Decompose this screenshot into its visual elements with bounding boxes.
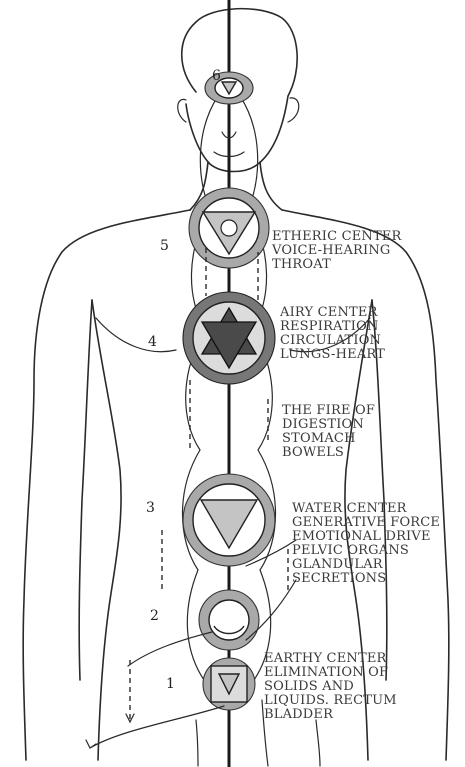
chakra-4 — [183, 292, 275, 384]
chakra-1 — [203, 658, 255, 710]
left-inner-arm — [79, 300, 92, 680]
left-shoulder-arm — [23, 210, 190, 760]
label-line: VOICE-HEARING — [271, 243, 391, 258]
chest-left — [96, 318, 176, 352]
loop-right — [240, 96, 276, 680]
label-line: SOLIDS AND — [264, 679, 354, 694]
label-earthy: EARTHY CENTER ELIMINATION OF SOLIDS AND … — [264, 651, 397, 722]
label-line: PELVIC ORGANS — [292, 543, 409, 558]
label-line: BLADDER — [264, 707, 334, 722]
label-line: THE FIRE OF — [282, 403, 375, 418]
leg-right-outer — [316, 720, 320, 766]
label-line: EMOTIONAL DRIVE — [292, 529, 431, 544]
label-line: DIGESTION — [282, 417, 364, 432]
label-line: GENERATIVE FORCE — [292, 515, 440, 530]
number-4: 4 — [148, 334, 157, 350]
chakra-3 — [183, 474, 275, 566]
label-line: LIQUIDS. RECTUM — [264, 693, 397, 708]
label-line: ETHERIC CENTER — [272, 229, 403, 244]
label-line: ELIMINATION OF — [264, 665, 388, 680]
label-digestion: THE FIRE OF DIGESTION STOMACH BOWELS — [282, 403, 375, 460]
number-2: 2 — [150, 608, 159, 624]
number-1: 1 — [166, 676, 175, 692]
number-6: 6 — [212, 68, 221, 84]
label-line: AIRY CENTER — [279, 305, 379, 320]
label-line: RESPIRATION — [280, 319, 379, 334]
label-line: BOWELS — [282, 445, 344, 460]
ear-left — [178, 99, 186, 122]
chakra-5 — [189, 188, 269, 268]
torso-left — [92, 300, 121, 760]
chakra-5-dot — [221, 220, 237, 236]
label-line: LUNGS-HEART — [280, 347, 385, 362]
chakra-2 — [199, 590, 259, 650]
label-line: SECRETIONS — [292, 571, 386, 586]
label-line: EARTHY CENTER — [264, 651, 388, 666]
leg-left — [196, 720, 198, 766]
label-line: GLANDULAR — [292, 557, 384, 572]
label-line: WATER CENTER — [292, 501, 408, 516]
label-line: CIRCULATION — [280, 333, 381, 348]
label-heart: AIRY CENTER RESPIRATION CIRCULATION LUNG… — [279, 305, 385, 362]
label-water: WATER CENTER GENERATIVE FORCE EMOTIONAL … — [292, 501, 440, 586]
label-line: THROAT — [272, 257, 331, 272]
label-line: STOMACH — [282, 431, 356, 446]
label-throat: ETHERIC CENTER VOICE-HEARING THROAT — [271, 229, 403, 272]
loop-left — [183, 96, 219, 680]
curve-lower-left — [128, 632, 212, 666]
neck-right — [260, 162, 282, 210]
ear-right — [288, 98, 299, 122]
curve-bottom-left — [86, 706, 224, 748]
number-5: 5 — [160, 238, 169, 254]
number-3: 3 — [146, 500, 155, 516]
